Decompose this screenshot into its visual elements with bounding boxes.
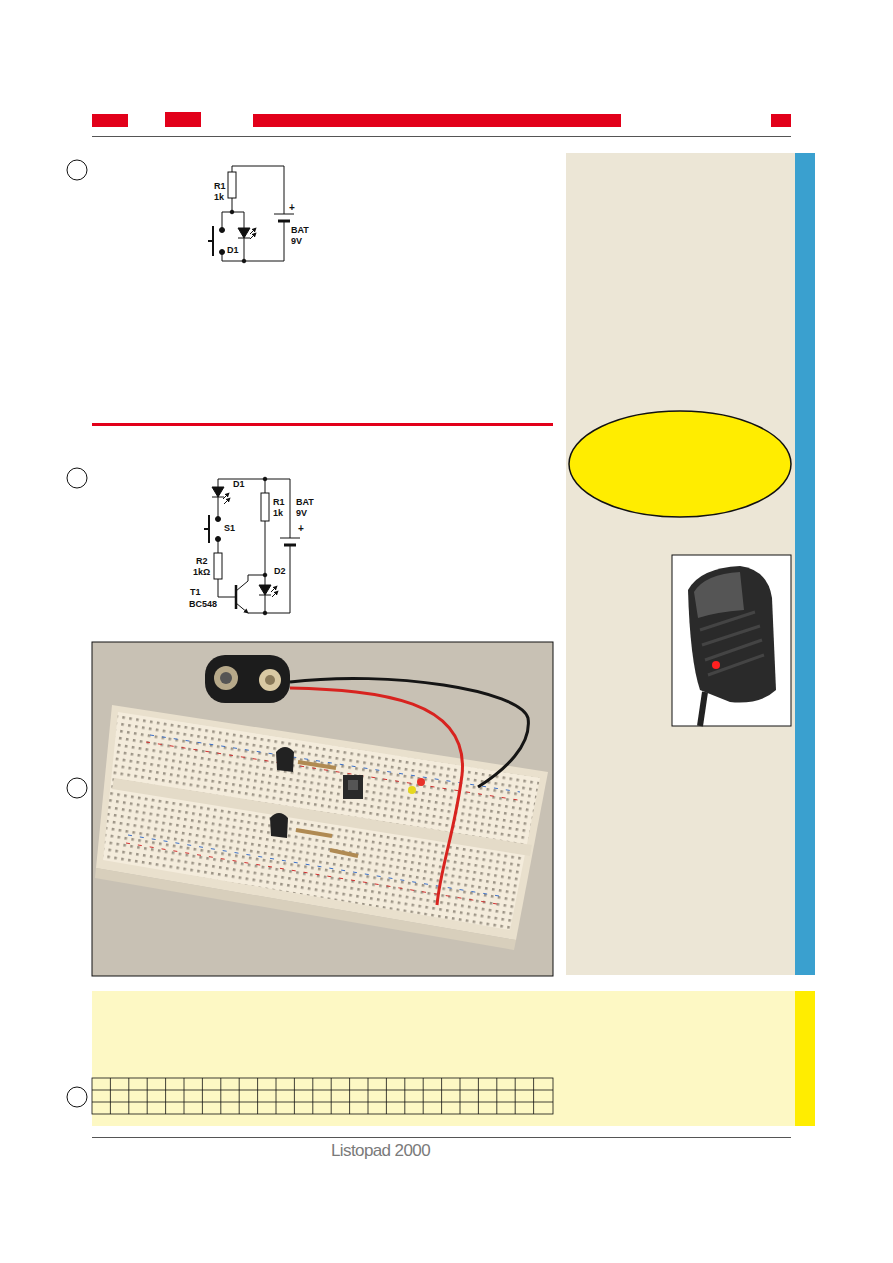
polarity-mark: + — [298, 524, 304, 534]
battery-symbol — [274, 214, 294, 215]
breadboard-photo — [92, 642, 553, 976]
issue-date: Listopad 2000 — [331, 1142, 430, 1159]
switch-contact — [220, 228, 225, 233]
part-value: 1kΩ — [193, 568, 210, 577]
schematic-1 — [208, 166, 294, 263]
pushbutton-symbol — [204, 515, 209, 543]
led-symbol — [238, 228, 256, 239]
resistor-symbol — [228, 172, 236, 198]
part-value: 1k — [214, 193, 224, 202]
part-name: D2 — [274, 567, 286, 576]
switch-contact — [216, 517, 221, 522]
polarity-mark: + — [289, 203, 295, 213]
part-name: D1 — [227, 246, 239, 255]
battery-symbol — [280, 538, 300, 539]
header-bars — [92, 112, 791, 137]
divider-line — [92, 423, 553, 426]
part-value: 1k — [273, 509, 283, 518]
resistor-symbol — [214, 553, 222, 579]
transistor-symbol — [236, 585, 248, 613]
part-value: 9V — [291, 237, 302, 246]
part-name: BAT — [291, 226, 309, 235]
bottom-panel — [92, 991, 815, 1138]
part-name: R1 — [273, 498, 285, 507]
led-symbol — [259, 585, 278, 597]
resistor-symbol — [261, 493, 269, 521]
part-name: T1 — [190, 588, 201, 597]
side-panel — [566, 153, 815, 975]
part-name: BAT — [296, 498, 314, 507]
part-name: R1 — [214, 182, 226, 191]
pushbutton-symbol — [208, 226, 213, 256]
part-name: S1 — [224, 524, 235, 533]
led-symbol — [212, 487, 230, 504]
callout-circles — [67, 160, 87, 1107]
part-name: D1 — [233, 480, 245, 489]
part-value: 9V — [296, 509, 307, 518]
part-type: BC548 — [189, 600, 217, 609]
schematic-2 — [204, 477, 300, 615]
part-name: R2 — [196, 557, 208, 566]
